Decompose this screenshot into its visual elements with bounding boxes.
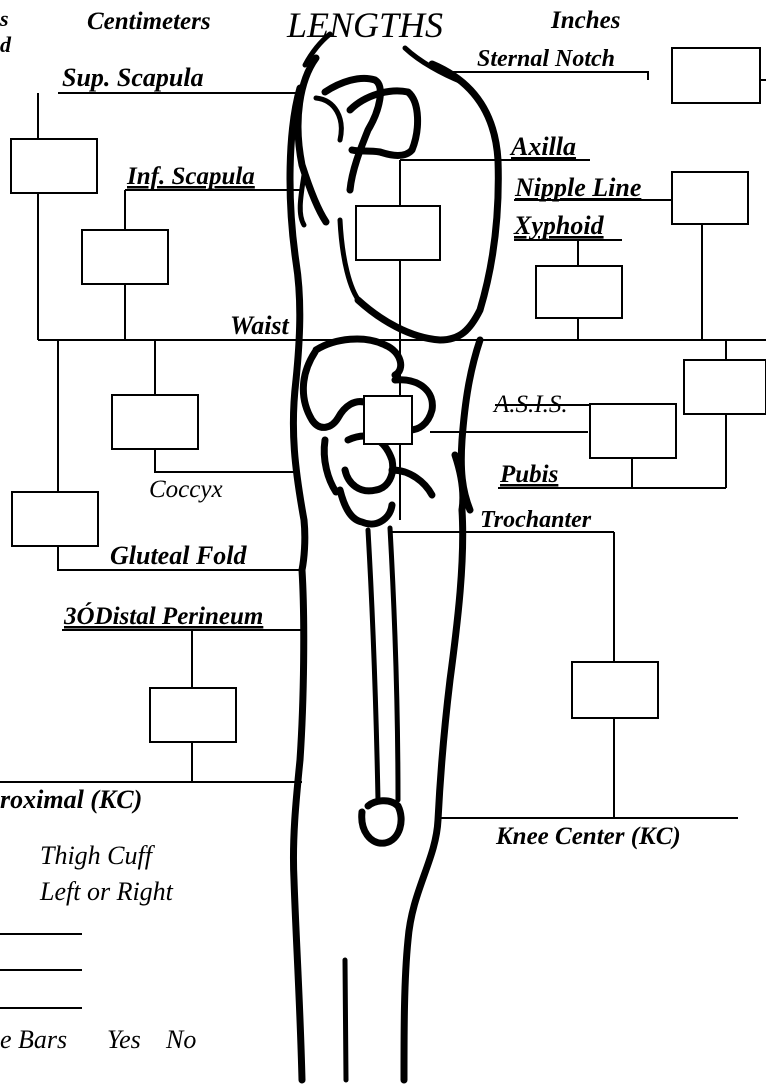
bars-no-option[interactable]: No	[165, 1025, 196, 1054]
distal-perineum-label: 3ÓDistal Perineum	[63, 602, 263, 630]
thigh-cuff-section: Thigh Cuff Left or Right e Bars Yes No	[0, 841, 196, 1054]
gluteal-fold-label: Gluteal Fold	[110, 541, 248, 570]
nipple-line-label: Nipple Line	[514, 173, 641, 202]
sternal-notch-label: Sternal Notch	[477, 46, 615, 72]
sup-scapula-box[interactable]	[11, 139, 97, 193]
thigh-cuff-title: Thigh Cuff	[40, 841, 156, 870]
centimeters-header: Centimeters	[87, 8, 211, 35]
inches-header: Inches	[550, 7, 620, 34]
cut-header-left-2: d	[0, 32, 12, 57]
cut-header-left-1: s	[0, 6, 9, 31]
page-title: LENGTHS	[286, 5, 443, 45]
xyphoid-label: Xyphoid	[513, 211, 605, 240]
xyphoid-box[interactable]	[536, 266, 622, 318]
axilla-label: Axilla	[509, 132, 576, 161]
inf-scapula-label: Inf. Scapula	[126, 163, 255, 190]
proximal-kc-label: roximal (KC)	[0, 785, 142, 814]
pubis-label: Pubis	[499, 461, 558, 488]
distal-perineum-box[interactable]	[150, 688, 236, 742]
asis-box[interactable]	[590, 404, 676, 458]
landmark-labels: Sup. Scapula Sternal Notch Axilla Inf. S…	[0, 46, 681, 850]
bars-label: e Bars	[0, 1025, 67, 1054]
bars-yes-option[interactable]: Yes	[107, 1025, 141, 1054]
body-silhouette	[290, 34, 498, 1080]
waist-right-box[interactable]	[684, 360, 766, 414]
gluteal-fold-box[interactable]	[12, 492, 98, 546]
sternal-notch-box[interactable]	[672, 48, 760, 103]
inf-scapula-box[interactable]	[82, 230, 168, 284]
axilla-box[interactable]	[356, 206, 440, 260]
coccyx-box[interactable]	[112, 395, 198, 449]
knee-center-label: Knee Center (KC)	[495, 823, 681, 850]
sup-scapula-label: Sup. Scapula	[62, 63, 204, 92]
thigh-cuff-side: Left or Right	[39, 877, 174, 906]
trochanter-box[interactable]	[572, 662, 658, 718]
asis-center-box[interactable]	[364, 396, 412, 444]
trochanter-label: Trochanter	[480, 507, 592, 533]
nipple-line-box[interactable]	[672, 172, 748, 224]
waist-label: Waist	[230, 311, 290, 340]
asis-label: A.S.I.S.	[492, 391, 568, 418]
coccyx-label: Coccyx	[149, 476, 223, 503]
